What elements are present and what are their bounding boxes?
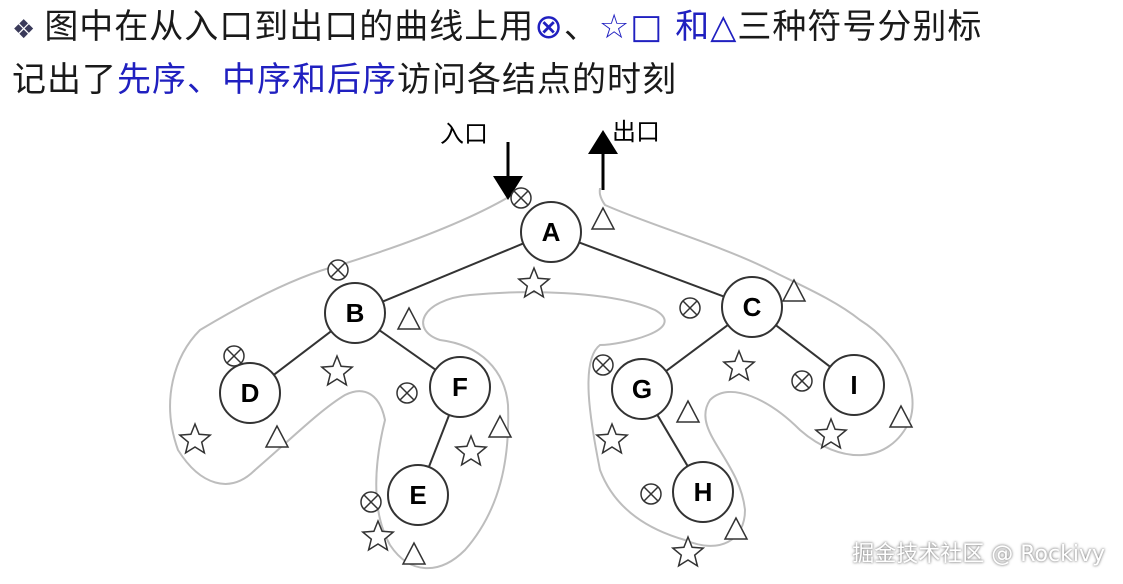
postorder-marker-icon: [401, 541, 427, 565]
preorder-marker-icon: [679, 297, 701, 319]
edge-A-B: [382, 242, 524, 303]
preorder-symbol: ⊗: [534, 7, 564, 47]
inorder-word: 中序: [222, 60, 292, 100]
preorder-marker-icon: [791, 370, 813, 392]
headline-line-1: ❖图中在从入口到出口的曲线上用⊗、☆□ 和△三种符号分别标: [12, 2, 1112, 55]
watermark: 掘金技术社区 @ Rockivy: [852, 542, 1105, 567]
inorder-marker-icon: [594, 421, 630, 455]
inorder-marker-icon: [721, 348, 757, 382]
bullet-icon: ❖: [12, 15, 37, 45]
node-E: E: [387, 464, 449, 526]
edge-C-I: [775, 324, 831, 368]
node-H: H: [672, 461, 734, 523]
edge-B-F: [378, 329, 437, 371]
node-B: B: [324, 282, 386, 344]
postorder-marker-icon: [590, 206, 616, 230]
edge-G-H: [656, 414, 689, 467]
tree-nodes: A B C D E F G H I: [219, 201, 885, 526]
postorder-marker-icon: [781, 278, 807, 302]
inorder-marker-icon: [670, 534, 706, 568]
traversal-curve: [169, 187, 914, 570]
node-C: C: [721, 276, 783, 338]
node-E-label: E: [409, 480, 426, 510]
preorder-marker-icon: [510, 187, 532, 209]
node-G: G: [611, 358, 673, 420]
tree-edges: [273, 241, 831, 468]
inorder-marker-icon: [177, 421, 213, 455]
preorder-marker-icon: [223, 345, 245, 367]
headline-text-3: 记出了: [12, 60, 117, 100]
entry-label: 入口: [440, 120, 488, 148]
postorder-marker-icon: [487, 414, 513, 438]
node-H-label: H: [694, 477, 713, 507]
node-F: F: [429, 356, 491, 418]
node-F-label: F: [452, 372, 468, 402]
headline-sep-2: 、: [187, 60, 222, 100]
node-D: D: [219, 362, 281, 424]
postorder-marker-icon: [675, 399, 701, 423]
node-B-label: B: [346, 298, 365, 328]
preorder-marker-icon: [360, 491, 382, 513]
inorder-marker-icon: [360, 518, 396, 552]
inorder-marker-icon: [453, 433, 489, 467]
inorder-marker-icon: [319, 353, 355, 387]
headline-text-2: 三种符号分别标: [737, 7, 983, 47]
inorder-marker-icon: [813, 416, 849, 450]
node-G-label: G: [632, 374, 652, 404]
headline-line-2: 记出了先序、中序和后序访问各结点的时刻: [12, 55, 1112, 105]
edge-B-D: [273, 330, 332, 376]
postorder-symbol: △: [710, 7, 738, 47]
postorder-word: 后序: [327, 60, 397, 100]
headline-text: 图中在从入口到出口的曲线上用: [44, 7, 535, 47]
visit-markers: [177, 187, 914, 568]
postorder-marker-icon: [888, 404, 914, 428]
node-I-label: I: [850, 370, 857, 400]
preorder-marker-icon: [396, 382, 418, 404]
postorder-marker-icon: [264, 424, 290, 448]
headline: ❖图中在从入口到出口的曲线上用⊗、☆□ 和△三种符号分别标 记出了先序、中序和后…: [12, 2, 1112, 105]
node-I: I: [823, 354, 885, 416]
node-A-label: A: [542, 217, 561, 247]
edge-A-C: [578, 241, 725, 298]
postorder-marker-icon: [723, 516, 749, 540]
headline-and-2: 和: [292, 60, 327, 100]
node-D-label: D: [241, 378, 260, 408]
headline-sep: 、: [563, 7, 599, 47]
inorder-symbol: ☆□: [598, 7, 664, 47]
preorder-word: 先序: [117, 60, 187, 100]
edge-F-E: [427, 414, 451, 468]
node-C-label: C: [743, 292, 762, 322]
postorder-marker-icon: [396, 306, 422, 330]
edge-C-G: [665, 324, 729, 372]
exit-label: 出口: [612, 118, 660, 146]
inorder-marker-icon: [516, 265, 552, 299]
node-A: A: [520, 201, 582, 263]
headline-and: 和: [663, 7, 711, 47]
preorder-marker-icon: [327, 259, 349, 281]
preorder-marker-icon: [592, 354, 614, 376]
preorder-marker-icon: [640, 483, 662, 505]
headline-text-4: 访问各结点的时刻: [397, 60, 677, 100]
